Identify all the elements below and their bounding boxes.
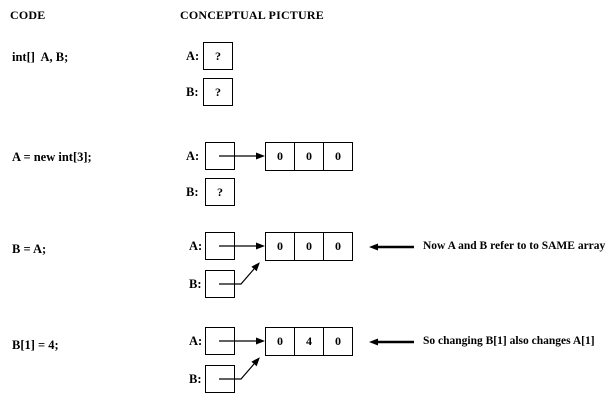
var-a-box	[205, 327, 235, 355]
var-b-box: ?	[203, 78, 233, 106]
picture-column-header: CONCEPTUAL PICTURE	[180, 8, 324, 22]
code-line-declare: int[] A, B;	[12, 50, 69, 64]
var-b-box	[205, 365, 235, 393]
var-b-label: B:	[189, 372, 202, 386]
var-b-label: B:	[189, 277, 202, 291]
code-line-new-array: A = new int[3];	[12, 150, 92, 164]
code-line-set-element: B[1] = 4;	[12, 338, 59, 352]
array-box: 0 4 0	[265, 327, 353, 356]
array-cell-0: 0	[277, 149, 283, 163]
var-a-box	[205, 232, 235, 260]
array-cell-1: 0	[294, 233, 323, 260]
var-b-value: ?	[215, 84, 221, 99]
var-a-value: ?	[215, 48, 221, 63]
var-b-label: B:	[186, 185, 199, 199]
var-a-label: A:	[189, 334, 203, 348]
array-cell-2: 0	[323, 328, 352, 355]
var-b-label: B:	[186, 85, 199, 99]
array-cell-1: 4	[294, 328, 323, 355]
var-b-box: ?	[205, 178, 235, 206]
var-a-label: A:	[186, 49, 200, 63]
var-a-box	[205, 142, 235, 170]
code-column-header: CODE	[10, 8, 46, 22]
var-a-label: A:	[189, 239, 203, 253]
code-line-assign-ref: B = A;	[12, 242, 47, 256]
array-box: 0 0 0	[265, 142, 353, 171]
array-box: 0 0 0	[265, 232, 353, 261]
annotation-changes-both: So changing B[1] also changes A[1]	[423, 335, 595, 347]
var-b-box	[205, 270, 235, 298]
var-a-box: ?	[203, 42, 233, 70]
array-cell-2: 0	[323, 233, 352, 260]
array-cell-2: 0	[323, 143, 352, 170]
var-a-label: A:	[186, 149, 200, 163]
array-cell-0: 0	[277, 334, 283, 348]
array-cell-1: 0	[294, 143, 323, 170]
var-b-value: ?	[217, 184, 223, 199]
annotation-same-array: Now A and B refer to to SAME array	[423, 240, 606, 252]
array-cell-0: 0	[277, 239, 283, 253]
